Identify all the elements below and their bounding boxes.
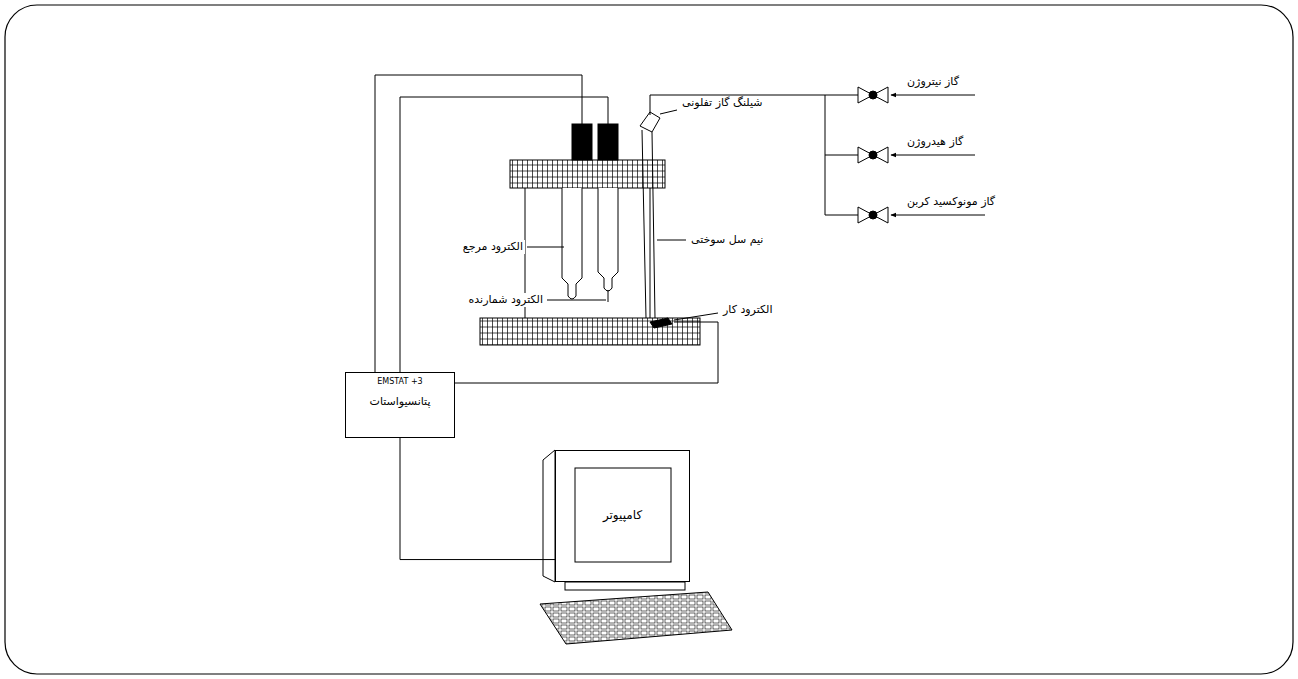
node-label: پتانسیواستات	[370, 395, 431, 409]
gas-source-label: گاز هیدروژن	[905, 135, 965, 149]
wiring	[375, 75, 858, 383]
computer-drawing	[540, 450, 732, 644]
gas-source-label: گاز مونوکسید کربن	[905, 195, 997, 209]
computer-monitor: کامپیوتر	[555, 450, 690, 582]
part-label: الکترود شمارنده	[467, 293, 545, 307]
device-model: EMSTAT +3	[377, 377, 422, 387]
part-label: نیم سل سوختی	[689, 233, 765, 247]
part-label: الکترود مرجع	[461, 240, 525, 254]
part-label: شیلنگ گاز تفلونی	[680, 96, 764, 110]
outer-frame	[5, 5, 1293, 674]
data-cable	[400, 438, 555, 560]
cell	[480, 112, 700, 345]
gas-source-label: گاز نیتروژن	[905, 75, 961, 89]
part-label: الکترود کار	[721, 303, 774, 317]
node-label: کامپیوتر	[603, 508, 642, 524]
potentiostat-box: EMSTAT +3 پتانسیواستات	[345, 372, 455, 438]
